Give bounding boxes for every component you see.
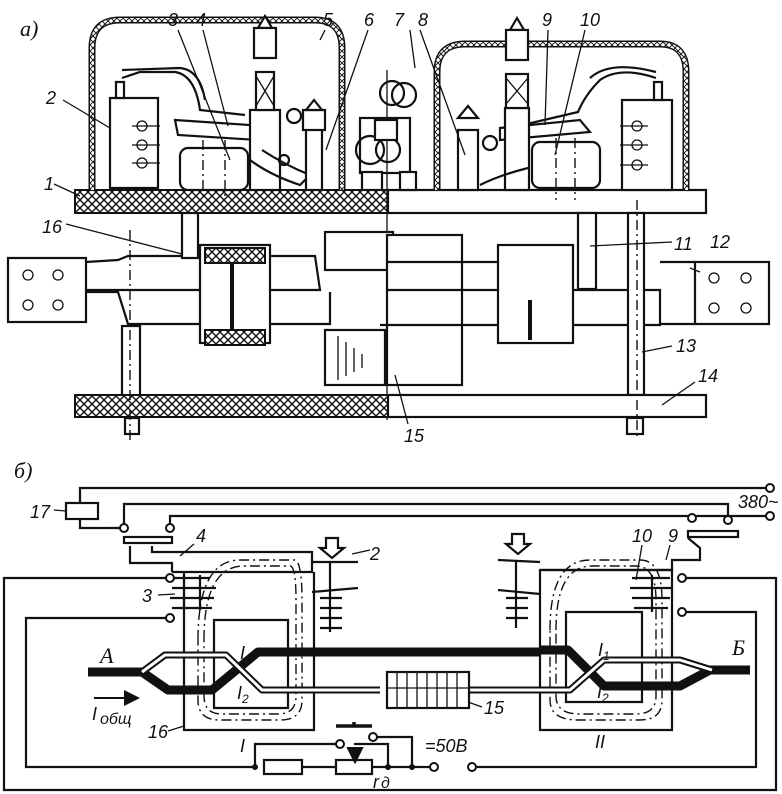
left-contact-block xyxy=(108,96,160,190)
right-coil-10 xyxy=(530,140,602,190)
left-terminal-holes xyxy=(22,269,64,311)
left-coil-3-scheme xyxy=(170,575,216,610)
left-contact-spring xyxy=(121,70,246,117)
left-spring-2-scheme xyxy=(311,536,359,632)
left-insulator-body xyxy=(252,26,278,60)
lower-plate-14 xyxy=(386,393,708,419)
right-stud-13 xyxy=(626,211,646,397)
ac-line-2 xyxy=(122,502,730,528)
right-magnetic-core xyxy=(496,243,575,345)
current-2-right: I2 xyxy=(597,682,609,705)
dc-circuit xyxy=(253,742,340,767)
current-1-right: I1 xyxy=(598,640,610,663)
callout-6: 6 xyxy=(364,10,375,30)
callout-4-scheme: 4 xyxy=(196,526,206,546)
left-stud xyxy=(120,324,142,398)
right-post-11 xyxy=(576,211,598,291)
callout-10: 10 xyxy=(580,10,600,30)
callout-12: 12 xyxy=(710,232,730,252)
callout-4: 4 xyxy=(196,10,206,30)
callout-17: 17 xyxy=(30,502,51,522)
lower-insulating-plate-left xyxy=(74,394,389,418)
right-spring-scheme xyxy=(497,532,541,628)
callout-10-scheme: 10 xyxy=(632,526,652,546)
current-2-left: I2 xyxy=(237,683,249,706)
left-armature-4-scheme xyxy=(128,546,174,572)
callout-2: 2 xyxy=(45,88,56,108)
left-armature-4 xyxy=(173,118,260,142)
part-a-label: а) xyxy=(20,16,38,41)
right-terminal-plate-12 xyxy=(693,260,771,326)
callout-1: 1 xyxy=(44,174,54,194)
supply-dc-label: =50В xyxy=(425,736,468,756)
callout-14: 14 xyxy=(698,366,718,386)
part-a-construction xyxy=(6,13,771,440)
callout-15: 15 xyxy=(404,426,425,446)
right-terminal-post xyxy=(503,106,531,192)
right-contact-bar xyxy=(686,529,740,539)
callout-8: 8 xyxy=(418,10,428,30)
callout-15-scheme: 15 xyxy=(484,698,505,718)
callout-5: 5 xyxy=(323,10,334,30)
left-contact-bar xyxy=(122,535,174,545)
left-core-window xyxy=(212,618,290,710)
bus-b-label: Б xyxy=(731,635,745,660)
right-coil-10-scheme xyxy=(630,575,672,612)
right-core-window xyxy=(564,610,644,704)
left-terminal-plate xyxy=(6,256,88,324)
supply-ac-label: 380~ xyxy=(738,492,779,512)
callout-9: 9 xyxy=(542,10,552,30)
callout-11: 11 xyxy=(674,234,693,254)
test-button xyxy=(336,722,372,728)
callout-9-scheme: 9 xyxy=(668,526,678,546)
callout-13: 13 xyxy=(676,336,696,356)
centre-bracket-lower xyxy=(323,328,387,387)
rheostat xyxy=(334,758,374,776)
part-b-leaders xyxy=(53,509,671,732)
upper-insulating-plate-left xyxy=(74,189,389,214)
part-b-label: б) xyxy=(14,458,32,483)
relay-ii-label: II xyxy=(595,732,605,752)
centre-block-15 xyxy=(385,233,464,387)
resistor xyxy=(262,758,304,776)
ac-line-3 xyxy=(168,514,770,528)
centre-roller-upper xyxy=(378,79,406,107)
shunt-15 xyxy=(385,670,471,710)
upper-plate-right xyxy=(386,188,708,215)
callout-16: 16 xyxy=(42,217,63,237)
left-post-16 xyxy=(180,211,200,260)
bus-open-left xyxy=(139,651,380,694)
part-b-scheme xyxy=(2,483,778,792)
right-contact-spring xyxy=(509,71,657,130)
centre-bracket-upper xyxy=(323,230,395,272)
callout-3: 3 xyxy=(168,10,178,30)
callout-3-scheme: 3 xyxy=(142,586,152,606)
relay-i-label: I xyxy=(240,736,245,756)
part-a-leaders xyxy=(53,29,701,425)
right-insulator-body xyxy=(504,28,530,62)
device-17 xyxy=(64,501,100,521)
part-a-callouts: 2 1 3 4 5 6 7 8 9 10 11 12 13 14 15 16 xyxy=(42,10,730,446)
callout-2-scheme: 2 xyxy=(369,544,380,564)
right-contact-pin xyxy=(652,80,664,102)
current-1-left: I1 xyxy=(240,643,252,666)
right-terminal-holes xyxy=(708,272,752,314)
left-contact-pin xyxy=(114,80,126,100)
ac-line-1 xyxy=(78,486,770,503)
right-spring-8 xyxy=(456,128,480,192)
left-coil-3 xyxy=(178,146,250,192)
right-armature-9 xyxy=(498,118,593,142)
bus-thick-right xyxy=(540,645,750,691)
left-terminal-post xyxy=(248,108,282,192)
callout-7: 7 xyxy=(394,10,405,30)
bus-a-label: А xyxy=(98,643,114,668)
callout-16-scheme: 16 xyxy=(148,722,169,742)
outer-frame xyxy=(2,577,778,792)
